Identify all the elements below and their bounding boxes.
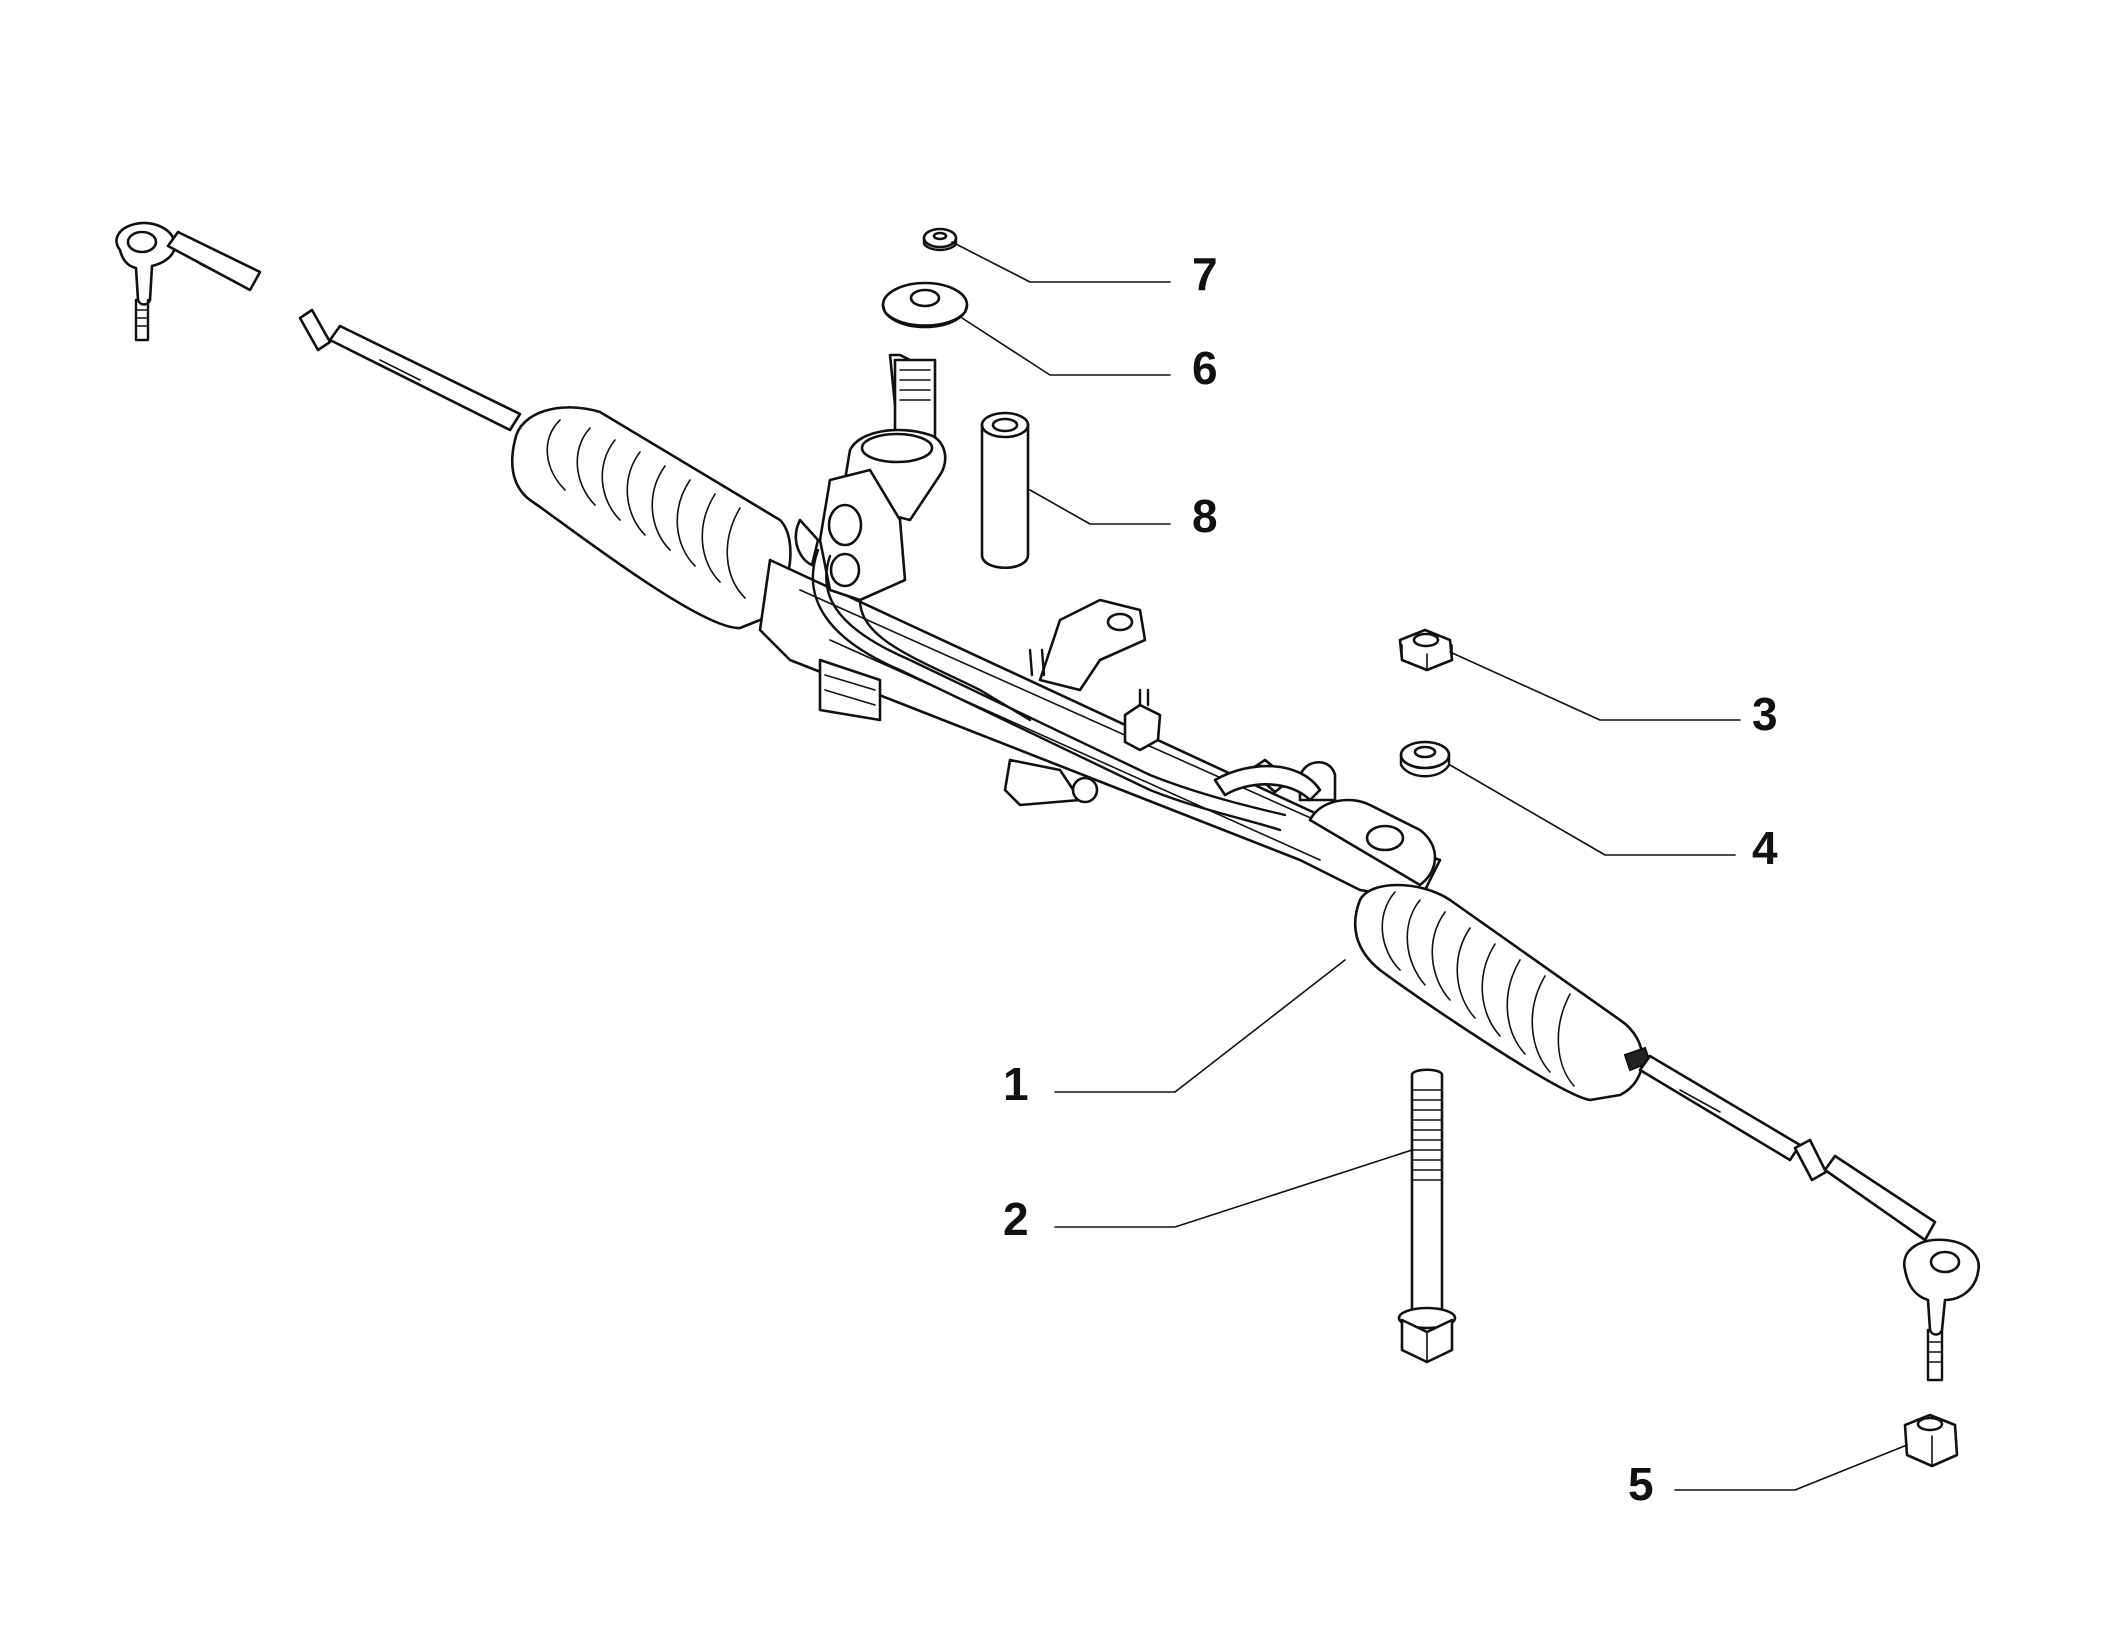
leader-lines (951, 241, 1908, 1491)
steering-rack-assembly[interactable] (115, 221, 1980, 1382)
left-tie-rod-end (115, 221, 262, 342)
mounting-bracket (1003, 598, 1162, 807)
callout-4: 4 (1752, 822, 1778, 874)
leader-3 (1449, 651, 1741, 721)
callout-2: 2 (1003, 1193, 1029, 1245)
right-bellows-boot (1353, 883, 1652, 1102)
sleeve[interactable] (980, 411, 1030, 569)
washer[interactable] (1399, 740, 1451, 778)
leader-7 (951, 241, 1171, 283)
callout-6: 6 (1192, 342, 1218, 394)
leader-6 (961, 317, 1171, 376)
callout-3: 3 (1752, 688, 1778, 740)
leader-2 (1054, 1149, 1413, 1228)
callout-7: 7 (1192, 248, 1218, 300)
left-tie-rod (298, 308, 522, 432)
callout-5: 5 (1628, 1458, 1654, 1510)
left-bellows-boot (510, 406, 792, 630)
small-washer[interactable] (922, 227, 958, 252)
callout-8: 8 (1192, 490, 1218, 542)
leader-4 (1449, 764, 1736, 856)
callouts: 7 6 8 3 4 1 2 5 (1003, 248, 1778, 1510)
flange-nut[interactable] (1903, 1413, 1959, 1468)
hydraulic-lines (811, 548, 1287, 832)
pinion-valve-body (794, 353, 947, 722)
mounting-bolt[interactable] (1397, 1068, 1457, 1364)
rack-housing (758, 558, 1442, 902)
hex-nut[interactable] (1398, 628, 1454, 672)
leader-5 (1674, 1444, 1908, 1491)
right-tie-rod (1638, 1054, 1937, 1242)
dust-seal[interactable] (881, 281, 969, 329)
leader-1 (1054, 959, 1346, 1093)
leader-8 (1029, 489, 1171, 525)
right-tie-rod-end (1902, 1238, 1980, 1382)
callout-1: 1 (1003, 1058, 1029, 1110)
